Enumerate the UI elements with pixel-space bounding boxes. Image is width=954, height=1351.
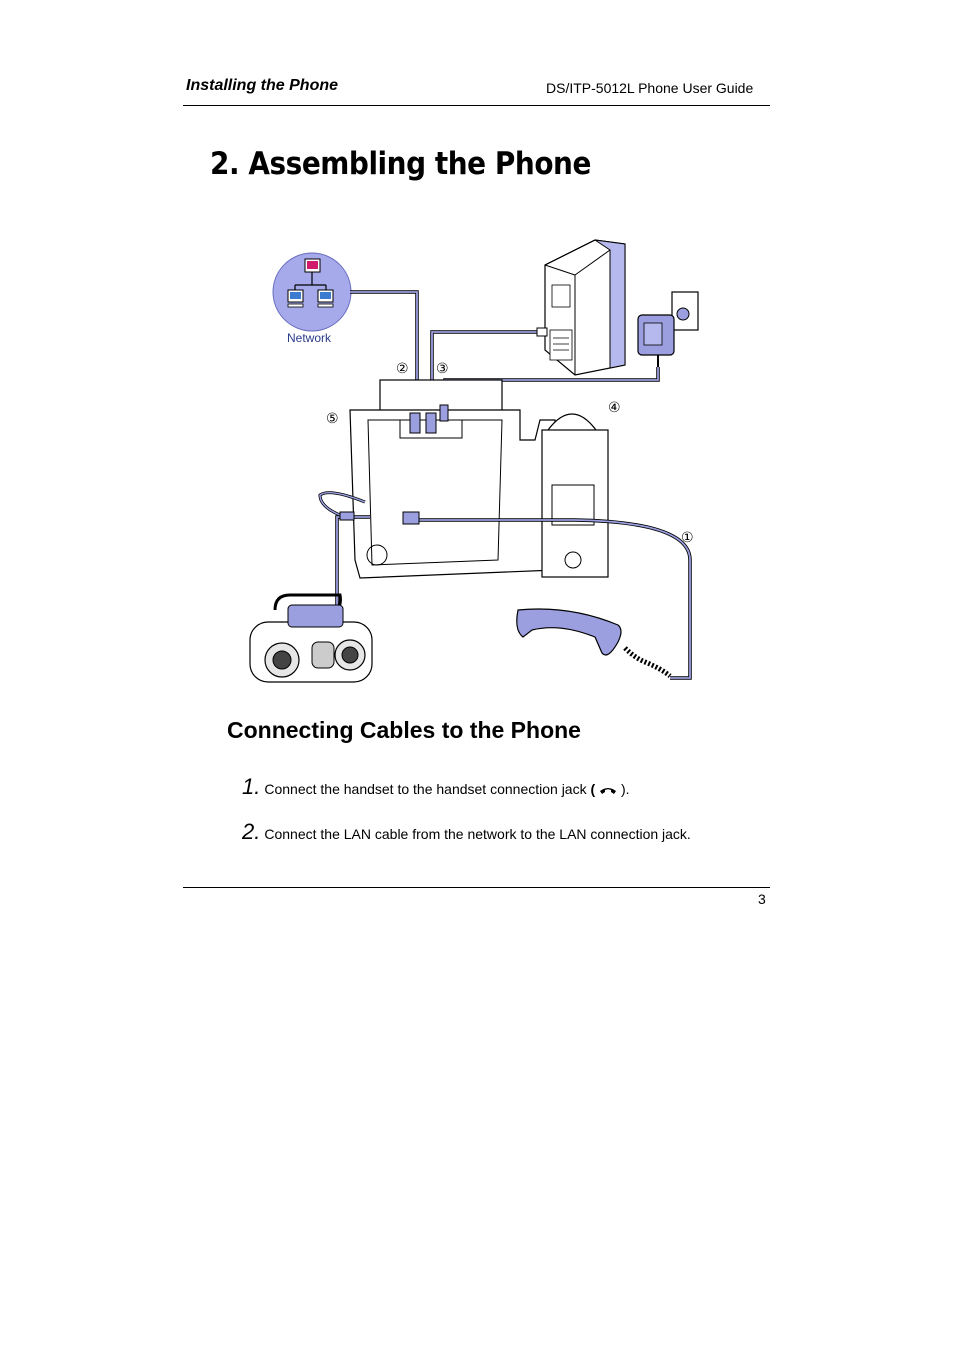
- page-title: 2. Assembling the Phone: [210, 146, 591, 182]
- step-paren-close: ).: [620, 781, 630, 797]
- power-adapter-icon: [637, 291, 699, 367]
- callout-3: ③: [436, 361, 449, 377]
- step-paren-open: (: [590, 781, 596, 797]
- step-text: Connect the LAN cable from the network t…: [264, 826, 691, 842]
- handset-icon: [516, 608, 672, 678]
- footer-rule: [183, 887, 770, 888]
- callout-4: ④: [608, 400, 621, 416]
- header-rule: [183, 105, 770, 106]
- section-title: Connecting Cables to the Phone: [227, 717, 581, 743]
- step-number: 2.: [242, 819, 261, 844]
- speaker-unit-icon: [541, 413, 609, 578]
- phone-assembly-diagram: Network: [249, 239, 699, 683]
- step-text: Connect the handset to the handset conne…: [264, 781, 591, 797]
- callout-5: ⑤: [326, 411, 339, 427]
- pc-tower-icon: [544, 239, 626, 376]
- step-1: 1.Connect the handset to the handset con…: [242, 774, 630, 800]
- phone-base-icon: [349, 379, 556, 579]
- handset-icon: [600, 788, 617, 795]
- boom-box-icon: [249, 593, 373, 683]
- running-header-section: Installing the Phone: [186, 77, 339, 94]
- network-icon: [272, 252, 352, 332]
- step-2: 2.Connect the LAN cable from the network…: [242, 819, 691, 845]
- running-header-guide: DS/ITP-5012L Phone User Guide: [546, 80, 754, 96]
- callout-1: ①: [681, 530, 694, 546]
- page-number: 3: [758, 891, 766, 907]
- network-label: Network: [287, 331, 332, 345]
- callout-2: ②: [396, 361, 409, 377]
- step-number: 1.: [242, 774, 261, 799]
